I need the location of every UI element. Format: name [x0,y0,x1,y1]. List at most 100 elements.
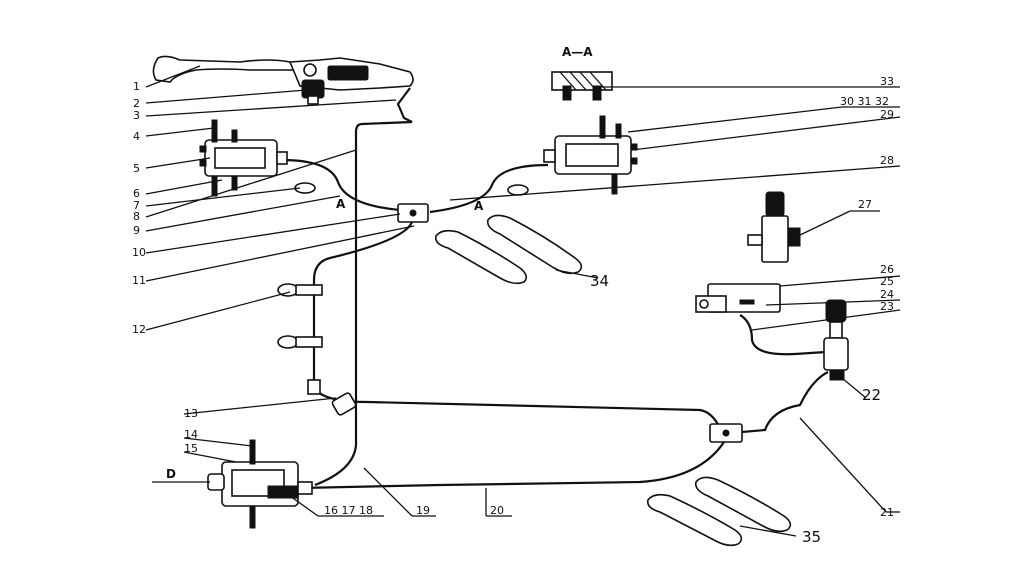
front-brake-pads [434,214,583,285]
callout-22: 22 [862,386,881,404]
right-caliper-line [429,163,549,214]
reservoir-level-mark [739,299,755,305]
rmc-bottom [829,369,845,381]
left-caliper-bolt-top-2 [231,129,238,143]
rmc-neck [829,321,843,339]
callout-2: 2 [133,97,140,110]
callout-10: 10 [132,246,146,259]
rear-caliper-fitting-2 [297,481,313,495]
mc-detail-top [765,191,785,217]
reservoir-bolt [699,299,709,309]
master-cylinder-detail [747,191,801,263]
callout-9: 9 [133,224,140,237]
section-bolt-2 [592,85,602,101]
mc-detail-side [787,227,801,247]
right-bracket [507,184,529,196]
reservoir-line [739,314,827,356]
section-marks: A A D [166,197,484,481]
left-front-caliper [199,119,316,197]
callout-6: 6 [133,187,140,200]
brake-lever [152,55,303,83]
fluid-reservoir [695,283,781,313]
section-bolt-1 [562,85,572,101]
clamp-upper-plate [295,284,323,296]
callout-25: 25 [880,275,894,288]
callout-7: 7 [133,199,140,212]
callout-35: 35 [802,528,821,546]
distributor-bolt [409,209,417,217]
callout-8: 8 [133,210,140,223]
lever-screw [307,95,319,105]
callouts-bottom: 16 17 18 19 20 [324,504,504,517]
rear-master-cylinder [823,299,849,381]
callout-13: 13 [184,407,198,420]
callout-26: 26 [880,263,894,276]
rear-cross-line [317,391,721,429]
callout-23: 23 [880,300,894,313]
section-title: A—A [562,45,593,59]
section-mark-left: A [336,197,346,211]
callout-24: 24 [880,288,894,301]
callout-14: 14 [184,428,198,441]
callout-34: 34 [590,272,609,290]
handlebar-lever-assembly [152,55,414,105]
left-caliper-nut-1 [199,145,207,153]
callouts-left: 1 2 3 4 5 6 7 8 9 10 11 12 13 14 15 [132,80,198,455]
front-pad-1 [434,229,528,285]
callout-11: 11 [132,274,146,287]
view-mark-d: D [166,467,176,481]
left-caliper-fitting [276,151,288,165]
brake-lines [281,87,829,490]
right-caliper-bolt-bottom [611,173,618,195]
callout-5: 5 [133,162,140,175]
callout-20: 20 [490,504,504,517]
rear-pad-2 [694,476,792,533]
callout-15: 15 [184,442,198,455]
right-up-line [741,371,829,434]
rear-lower-line [299,441,725,490]
rear-caliper-fitting [267,485,299,499]
lever-pivot [303,63,317,77]
clamp-lower [277,335,299,349]
clamp-lower-plate [295,336,323,348]
right-front-caliper [507,115,638,196]
left-caliper-bolt-bottom-2 [231,175,238,191]
left-caliper-bolt-bottom [211,175,218,197]
left-caliper-nut-2 [199,159,207,167]
left-caliper-line [281,158,401,212]
callout-19: 19 [416,504,430,517]
callout-12: 12 [132,323,146,336]
callout-28: 28 [880,154,894,167]
front-pad-2 [486,214,583,275]
rmc-body [823,337,849,371]
rear-junction-bolt [722,429,730,437]
main-brake-line [314,87,413,487]
callout-3: 3 [133,109,140,122]
line-clamps [277,283,357,416]
mc-detail-port [747,234,763,246]
rear-pad-1 [646,493,743,547]
rear-caliper-piston [231,469,285,497]
callout-27: 27 [858,198,872,211]
callout-33: 33 [880,75,894,88]
left-caliper-bolt-top [211,119,218,143]
rear-line-clip [331,392,357,416]
right-caliper-piston [565,143,619,167]
rear-caliper-bolt-top [249,439,256,465]
rear-hose-joint [307,379,321,395]
pad-labels: 34 35 [590,272,821,546]
rear-caliper-bolt-bottom [249,505,256,529]
rear-brake-pads [646,476,792,547]
callout-1: 1 [133,80,140,93]
callout-30-31-32: 30 31 32 [840,95,889,108]
callout-16-17-18: 16 17 18 [324,504,373,517]
left-caliper-piston [214,147,266,169]
rear-caliper [207,439,313,529]
right-caliper-bolt-top [599,115,606,139]
section-mark-right: A [474,199,484,213]
rear-caliper-knob [207,473,225,491]
callouts-right: 33 30 31 32 29 28 27 26 25 24 23 22 21 [840,75,894,519]
callout-29: 29 [880,108,894,121]
section-a-a: A—A [551,45,613,101]
